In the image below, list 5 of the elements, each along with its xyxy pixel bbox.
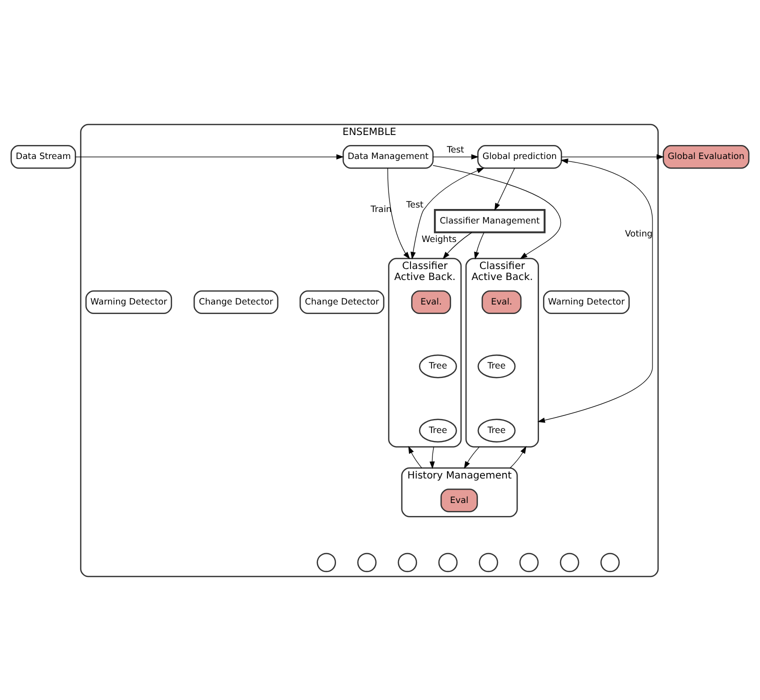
edge-label: Test (446, 145, 464, 156)
edge-label: Train (370, 204, 392, 215)
edge-label: Weights (422, 234, 457, 244)
edge-label: Test (406, 200, 424, 210)
edge-label: Voting (624, 228, 653, 239)
